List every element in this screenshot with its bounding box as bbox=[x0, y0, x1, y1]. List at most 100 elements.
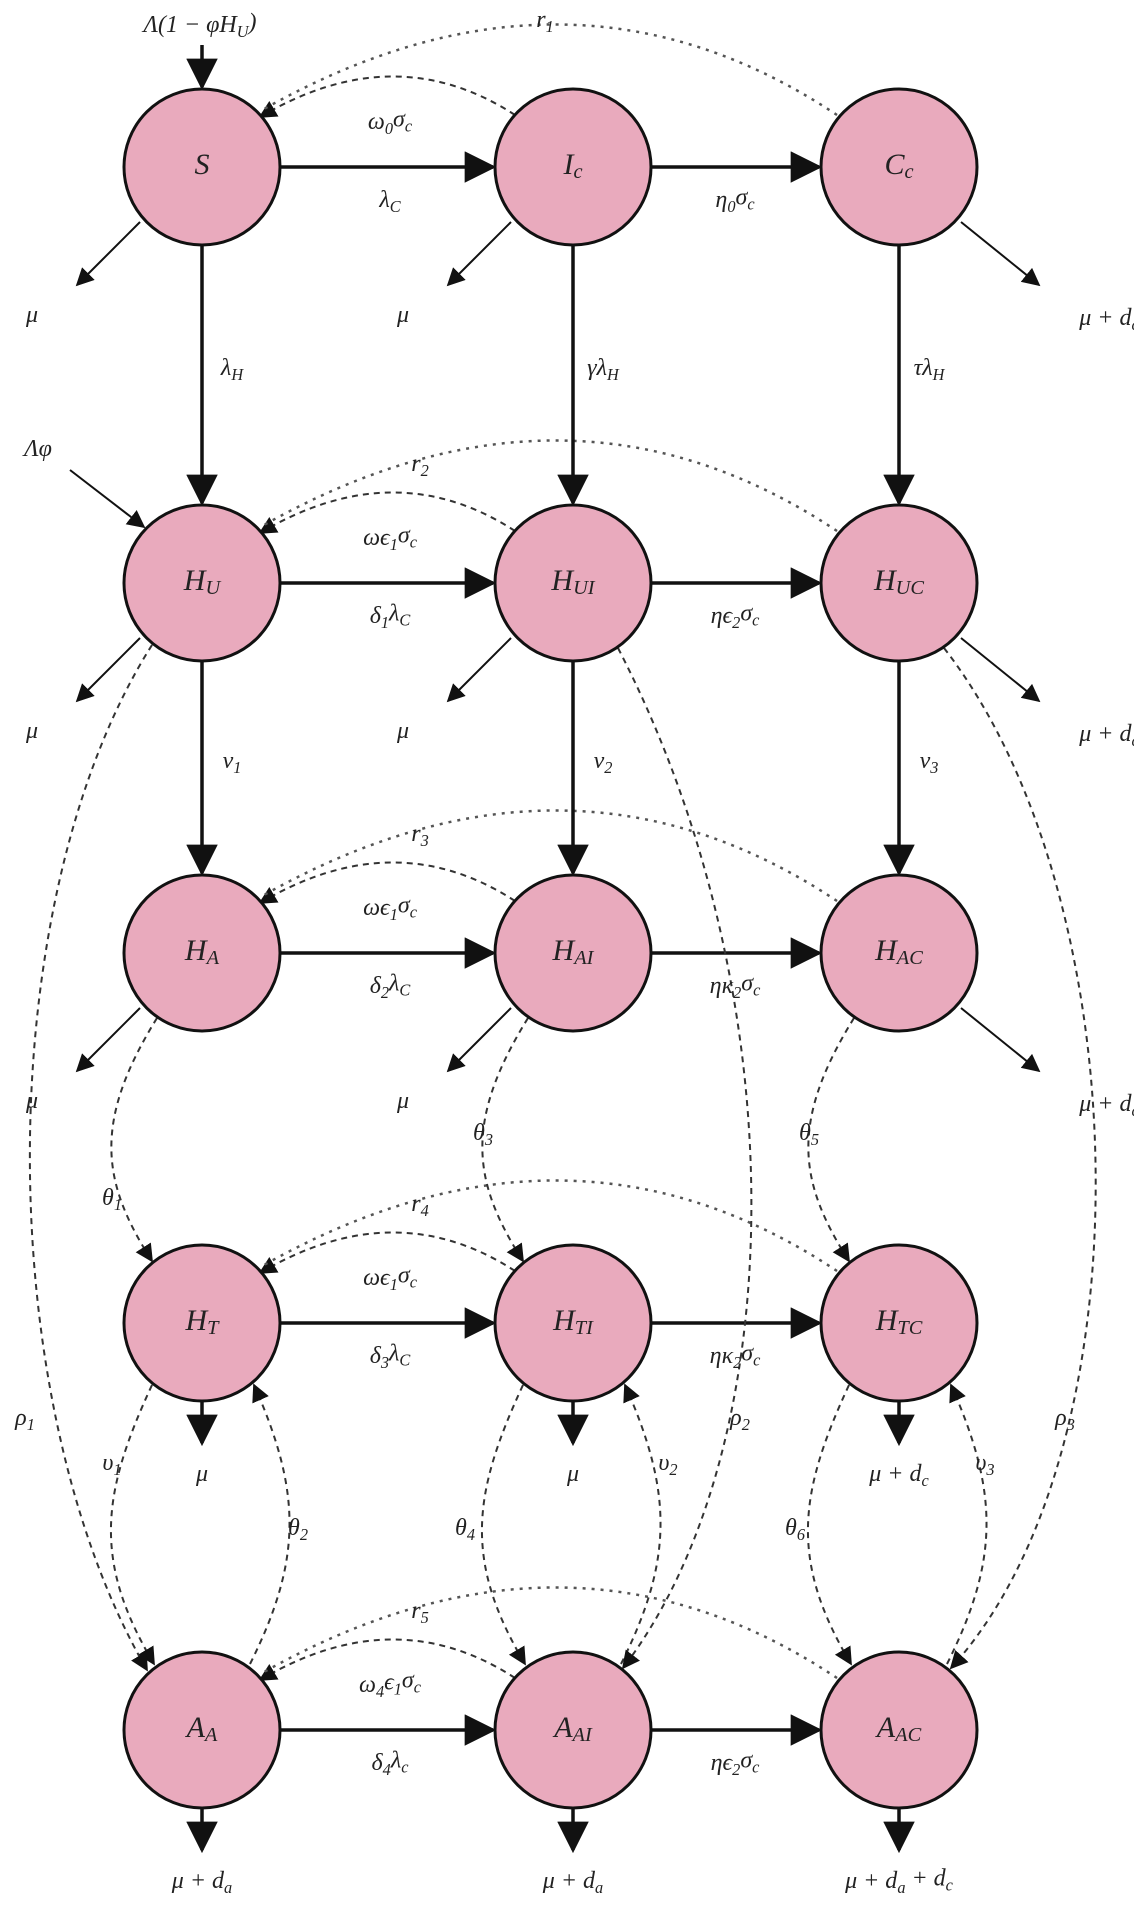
rho2-arc bbox=[617, 647, 753, 1670]
compartment-HAI bbox=[493, 873, 653, 1033]
compartment-Cc bbox=[819, 87, 979, 247]
recovery-arc bbox=[258, 1638, 516, 1681]
compartment-label: Cc​ bbox=[884, 148, 913, 183]
forward-rate-label: ηϵ2​σc​ bbox=[711, 1748, 761, 1779]
death-rate-label: μ + da​ bbox=[171, 1868, 232, 1897]
treatment-label: θ1​ bbox=[102, 1185, 122, 1214]
back-rate-label: ωϵ1​σc​ bbox=[363, 523, 418, 554]
transition-label: λH​ bbox=[220, 355, 244, 384]
edges bbox=[28, 23, 1097, 1854]
compartment-label: HUI​ bbox=[550, 564, 595, 599]
return-label: θ2​ bbox=[288, 1515, 308, 1544]
death-rate-label: μ bbox=[396, 302, 409, 328]
return-arc bbox=[946, 1383, 988, 1665]
progression-label: υ1​ bbox=[102, 1450, 121, 1479]
progression-label: υ3​ bbox=[975, 1450, 994, 1479]
recovery-arc bbox=[258, 491, 516, 534]
back-rate-label: ωϵ1​σc​ bbox=[363, 1263, 418, 1294]
back-rate-label: ωϵ1​σc​ bbox=[363, 893, 418, 924]
compartment-label: HU​ bbox=[183, 564, 222, 599]
treatment-arc bbox=[110, 1017, 158, 1263]
forward-rate-label: ηκ2​σc​ bbox=[710, 971, 761, 1002]
compartment-label: HAI​ bbox=[552, 934, 595, 969]
compartment-label: HT​ bbox=[184, 1304, 220, 1339]
compartment-AAI bbox=[493, 1650, 653, 1810]
death-rate-label: μ bbox=[566, 1461, 579, 1487]
compartment-label: AAI​ bbox=[552, 1711, 593, 1746]
compartment-HUI bbox=[493, 503, 653, 663]
back-rate-label: ω0​σc​ bbox=[368, 107, 413, 138]
return-label: θ4​ bbox=[455, 1515, 475, 1544]
recovery-rate-label: r1​ bbox=[536, 7, 554, 36]
rho3-label: ρ3​ bbox=[1054, 1405, 1075, 1434]
death-rate-label: μ + dc​ bbox=[1078, 1091, 1134, 1120]
forward-rate-label: η0​σc​ bbox=[715, 185, 755, 216]
forward-rate-label: ηϵ2​σc​ bbox=[711, 601, 761, 632]
death-rate-label: μ bbox=[25, 718, 38, 744]
progression-arc bbox=[481, 1384, 526, 1666]
death-arrow bbox=[75, 637, 141, 703]
death-rate-label: μ + da​ + dc​ bbox=[844, 1866, 954, 1897]
transition-label: γλH​ bbox=[587, 355, 620, 384]
death-arrow bbox=[446, 1007, 512, 1073]
compartment-HU bbox=[122, 503, 282, 663]
rho3-arc bbox=[943, 647, 1097, 1670]
compartment-Ic bbox=[493, 87, 653, 247]
death-rate-label: μ bbox=[25, 1088, 38, 1114]
labels: Λ(1 − φHU​) Λφ λC​ η0​σc​ ω0​σc​ r1​ Sμ Ic​ μ Cc​… bbox=[14, 7, 1134, 1897]
death-arrow bbox=[75, 221, 141, 287]
forward-rate-label: λC​ bbox=[378, 187, 401, 216]
recovery-arc bbox=[258, 1231, 516, 1274]
compartment-label: HA​ bbox=[184, 934, 220, 969]
forward-rate-label: ηκ2​σc​ bbox=[710, 1341, 761, 1372]
compartment-HAC bbox=[819, 873, 979, 1033]
recovery-rate-label: r5​ bbox=[411, 1598, 429, 1627]
forward-rate-label: δ4​λc​ bbox=[372, 1748, 410, 1779]
transition-label: τλH​ bbox=[914, 355, 946, 384]
compartment-AA bbox=[122, 1650, 282, 1810]
recovery-arc bbox=[258, 75, 516, 118]
death-rate-label: μ + dc​ bbox=[1078, 305, 1134, 334]
transition-label: ν3​ bbox=[920, 748, 939, 777]
recruitment-hu-label: Λφ bbox=[22, 436, 52, 462]
nodes bbox=[122, 87, 979, 1810]
forward-rate-label: δ1​λC​ bbox=[370, 601, 412, 632]
compartment-label: AAC​ bbox=[875, 1711, 922, 1746]
back-rate-label: ω4​ϵ1​σc​ bbox=[359, 1667, 422, 1701]
recruitment-hu-arrow bbox=[69, 469, 146, 529]
treatment-label: θ5​ bbox=[799, 1120, 819, 1149]
rho2-label: ρ2​ bbox=[729, 1405, 750, 1434]
compartment-label: S bbox=[195, 148, 210, 181]
compartment-label: Ic​ bbox=[562, 148, 582, 183]
compartment-HUC bbox=[819, 503, 979, 663]
progression-label: υ2​ bbox=[658, 1450, 677, 1479]
compartment-AAC bbox=[819, 1650, 979, 1810]
compartment-HTI bbox=[493, 1243, 653, 1403]
compartment-label: HTC​ bbox=[875, 1304, 923, 1339]
recruitment-label: Λ(1 − φHU​) bbox=[141, 10, 256, 41]
rho1-arc bbox=[28, 644, 153, 1672]
recovery-arc bbox=[258, 861, 516, 904]
compartment-label: HUC​ bbox=[873, 564, 924, 599]
progression-arc bbox=[110, 1384, 155, 1666]
death-rate-label: μ + dc​ bbox=[868, 1461, 929, 1490]
compartment-S bbox=[122, 87, 282, 247]
transition-label: ν2​ bbox=[594, 748, 613, 777]
treatment-label: θ3​ bbox=[473, 1120, 493, 1149]
death-rate-label: μ bbox=[195, 1461, 208, 1487]
return-arc bbox=[249, 1383, 291, 1665]
forward-rate-label: δ3​λC​ bbox=[370, 1341, 412, 1372]
compartment-HT bbox=[122, 1243, 282, 1403]
compartment-label: HAC​ bbox=[874, 934, 923, 969]
death-rate-label: μ bbox=[396, 718, 409, 744]
death-arrow bbox=[446, 221, 512, 287]
death-rate-label: μ bbox=[396, 1088, 409, 1114]
rho1-label: ρ1​ bbox=[14, 1405, 35, 1434]
recovery-rate-label: r4​ bbox=[411, 1191, 429, 1220]
forward-rate-label: δ2​λC​ bbox=[370, 971, 412, 1002]
compartment-HTC bbox=[819, 1243, 979, 1403]
transition-label: ν1​ bbox=[223, 748, 242, 777]
death-arrow bbox=[75, 1007, 141, 1073]
compartment-label: AA​ bbox=[185, 1711, 218, 1746]
